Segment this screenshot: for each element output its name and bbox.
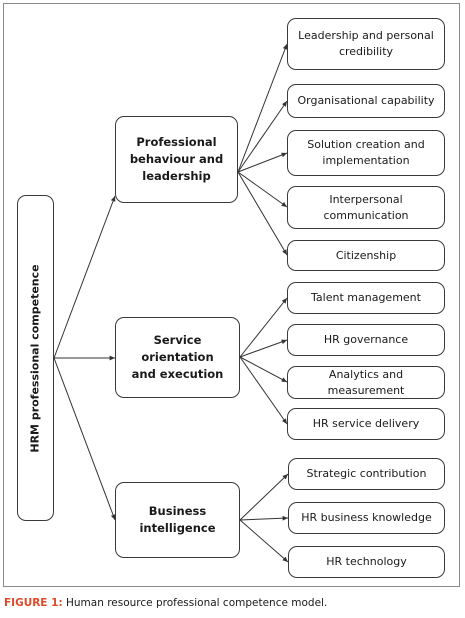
leaf-node-label: HR technology [326, 555, 407, 568]
leaf-node: Strategic contribution [288, 458, 445, 490]
arrow-g2-item-0 [239, 473, 289, 521]
figure-frame [3, 3, 460, 587]
group-node-label: Professional behaviour and leadership [129, 135, 224, 183]
arrow-g0-item-2 [237, 152, 288, 173]
leaf-node-label: HR governance [323, 333, 409, 346]
group-node-service-orientation: Service orientation and execution [115, 317, 240, 398]
group-node-professional-behaviour: Professional behaviour and leadership [115, 116, 238, 203]
figure-caption-text: Human resource professional competence m… [66, 597, 328, 609]
leaf-node-label: Analytics and measurement [327, 367, 405, 397]
arrow-g0-item-1 [237, 100, 288, 173]
leaf-node: HR technology [288, 546, 445, 578]
arrow-g0-item-3 [237, 171, 288, 208]
leaf-node-label: Strategic contribution [306, 467, 427, 480]
leaf-node: HR governance [287, 324, 445, 356]
leaf-node: HR business knowledge [288, 502, 445, 534]
arrow-g1-item-3 [239, 356, 288, 425]
arrow-g2-item-2 [239, 519, 289, 563]
leaf-node: Organisational capability [287, 84, 445, 118]
leaf-node: Talent management [287, 282, 445, 314]
leaf-node-label: Citizenship [335, 248, 397, 262]
leaf-node: Citizenship [287, 240, 445, 271]
leaf-node-label: Talent management [311, 291, 421, 304]
leaf-node-label: Leadership and personal credibility [298, 29, 434, 58]
root-node: HRM professional competence [17, 195, 54, 521]
leaf-node: Solution creation and implementation [287, 130, 445, 176]
leaf-node-label: Organisational capability [297, 94, 435, 107]
arrow-g1-item-1 [239, 339, 288, 358]
leaf-node-label: HR service delivery [312, 417, 420, 430]
arrow-root-to-group-0 [53, 195, 116, 359]
arrow-g2-item-1 [239, 515, 289, 521]
leaf-node: Analytics and measurement [287, 366, 445, 399]
figure-caption: FIGURE 1: Human resource professional co… [4, 597, 327, 609]
leaf-node: Leadership and personal credibility [287, 18, 445, 70]
group-node-label: Service orientation and execution [131, 333, 224, 381]
group-node-label: Business intelligence [139, 504, 216, 535]
leaf-node: HR service delivery [287, 408, 445, 440]
arrow-g1-item-0 [239, 297, 288, 358]
group-node-business-intelligence: Business intelligence [115, 482, 240, 558]
arrow-g0-item-4 [237, 171, 288, 256]
figure-caption-label: FIGURE 1: [4, 597, 63, 609]
leaf-node-label: Solution creation and implementation [307, 138, 425, 167]
leaf-node: Interpersonal communication [287, 186, 445, 229]
arrow-root-to-group-2 [53, 357, 116, 521]
arrow-g1-item-2 [239, 356, 288, 383]
leaf-node-label: HR business knowledge [301, 511, 432, 524]
root-node-label: HRM professional competence [29, 263, 42, 453]
leaf-node-label: Interpersonal communication [323, 192, 409, 222]
arrow-g0-item-0 [237, 43, 288, 173]
